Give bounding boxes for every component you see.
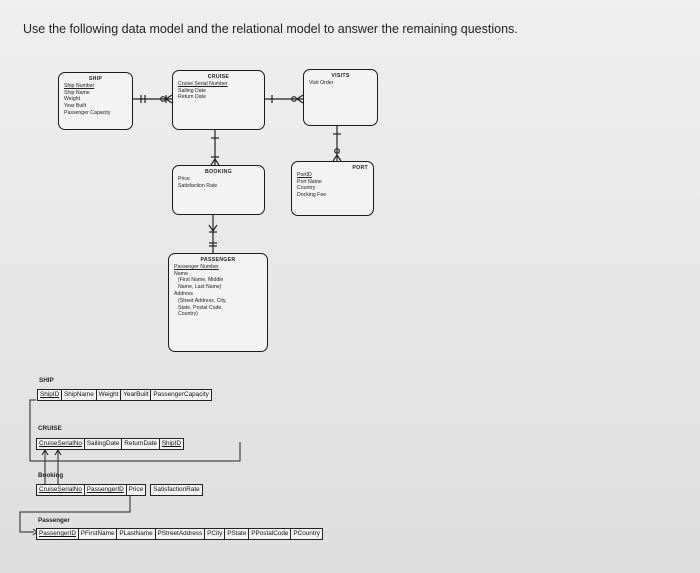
entity-cruise-title: CRUISE	[207, 74, 230, 80]
entity-ship-attr: Year Built	[64, 103, 87, 110]
entity-visits: VISITS Visit Order	[303, 69, 378, 126]
entity-passenger-attr: Country)	[178, 311, 198, 318]
relation-passenger-column: PLastName	[116, 528, 156, 540]
entity-ship-attr: Ship Number	[64, 82, 95, 89]
entity-passenger-attr: (Street Address, City,	[178, 297, 227, 304]
entity-port: PORT PortID Port Name Country Docking Fe…	[291, 161, 374, 216]
relation-cruise-column: ReturnDate	[121, 438, 160, 450]
relation-booking-column: Price	[125, 484, 147, 496]
relation-ship-column: ShipID	[37, 389, 63, 401]
relation-ship-column: YearBuilt	[120, 389, 152, 401]
entity-ship-attr: Passenger Capacity	[64, 109, 111, 116]
entity-cruise-attr: Sailing Date	[178, 87, 206, 94]
relation-ship-column: PassengerCapacity	[150, 389, 212, 401]
entity-passenger: PASSENGER Passenger Number Name (First N…	[168, 253, 268, 352]
relation-passenger-column: PStreetAddress	[154, 528, 206, 540]
relation-ship-column: Weight	[95, 389, 122, 401]
entity-booking-title: BOOKING	[205, 169, 232, 175]
relation-ship-name: SHIP	[39, 377, 54, 384]
relation-cruise-column: SailingDate	[83, 438, 123, 450]
entity-ship-attr: Weight	[64, 96, 81, 103]
relation-ship-column: ShipName	[61, 389, 97, 401]
instruction-text: Use the following data model and the rel…	[23, 22, 518, 36]
relation-passenger-column: PCity	[204, 528, 226, 540]
relation-cruise-name: CRUISE	[38, 425, 62, 432]
entity-booking-attr: Price	[178, 175, 190, 182]
entity-passenger-title: PASSENGER	[200, 257, 236, 263]
relation-booking-row: CruiseSerialNo PassengerID Price Satisfa…	[36, 484, 203, 496]
entity-port-attr: Country	[297, 185, 316, 192]
entity-passenger-attr: State, Postal Code,	[178, 304, 223, 311]
relation-cruise-column: CruiseSerialNo	[36, 438, 85, 450]
relation-booking-name: Booking	[38, 472, 64, 479]
relation-passenger-column: PState	[224, 528, 250, 540]
entity-passenger-attr: Address	[174, 290, 194, 297]
entity-booking-attr: Satisfaction Rate	[178, 182, 218, 189]
relation-passenger-name: Passenger	[38, 517, 70, 524]
relation-passenger-column: PFirstName	[77, 528, 118, 540]
relation-passenger-row: PassengerID PFirstName PLastName PStreet…	[36, 528, 323, 540]
entity-passenger-attr: Name	[174, 270, 188, 277]
entity-visits-attr: Visit Order	[309, 79, 334, 86]
entity-cruise: CRUISE Cruise Serial Number Sailing Date…	[172, 70, 265, 130]
relation-booking-column: CruiseSerialNo	[36, 484, 85, 496]
entity-ship-attr: Ship Name	[64, 89, 90, 96]
entity-booking: BOOKING Price Satisfaction Rate	[172, 165, 265, 215]
relation-booking-column: SatisfactionRate	[150, 484, 203, 496]
relation-cruise-row: CruiseSerialNo SailingDate ReturnDate Sh…	[36, 438, 184, 450]
relation-passenger-column: PCountry	[290, 528, 323, 540]
relation-cruise-column: ShipID	[158, 438, 184, 450]
relation-ship-row: ShipID ShipName Weight YearBuilt Passeng…	[37, 389, 212, 401]
relation-passenger-column: PPostalCode	[248, 528, 292, 540]
entity-port-attr: Docking Fee	[297, 192, 327, 199]
entity-ship: SHIP Ship Number Ship Name Weight Year B…	[58, 72, 133, 130]
entity-visits-title: VISITS	[331, 73, 350, 79]
relation-booking-column: PassengerID	[83, 484, 127, 496]
entity-port-title: PORT	[352, 165, 368, 171]
entity-cruise-attr: Return Date	[178, 94, 206, 101]
entity-ship-title: SHIP	[88, 76, 103, 82]
entity-port-attr: PortID	[297, 171, 312, 178]
entity-cruise-attr: Cruise Serial Number	[178, 80, 228, 87]
entity-port-attr: Port Name	[297, 178, 322, 185]
relation-passenger-column: PassengerID	[36, 528, 79, 540]
entity-passenger-attr: Passenger Number	[174, 263, 219, 270]
entity-passenger-attr: (First Name, Middle	[178, 277, 224, 284]
entity-passenger-attr: Name, Last Name)	[178, 284, 222, 291]
